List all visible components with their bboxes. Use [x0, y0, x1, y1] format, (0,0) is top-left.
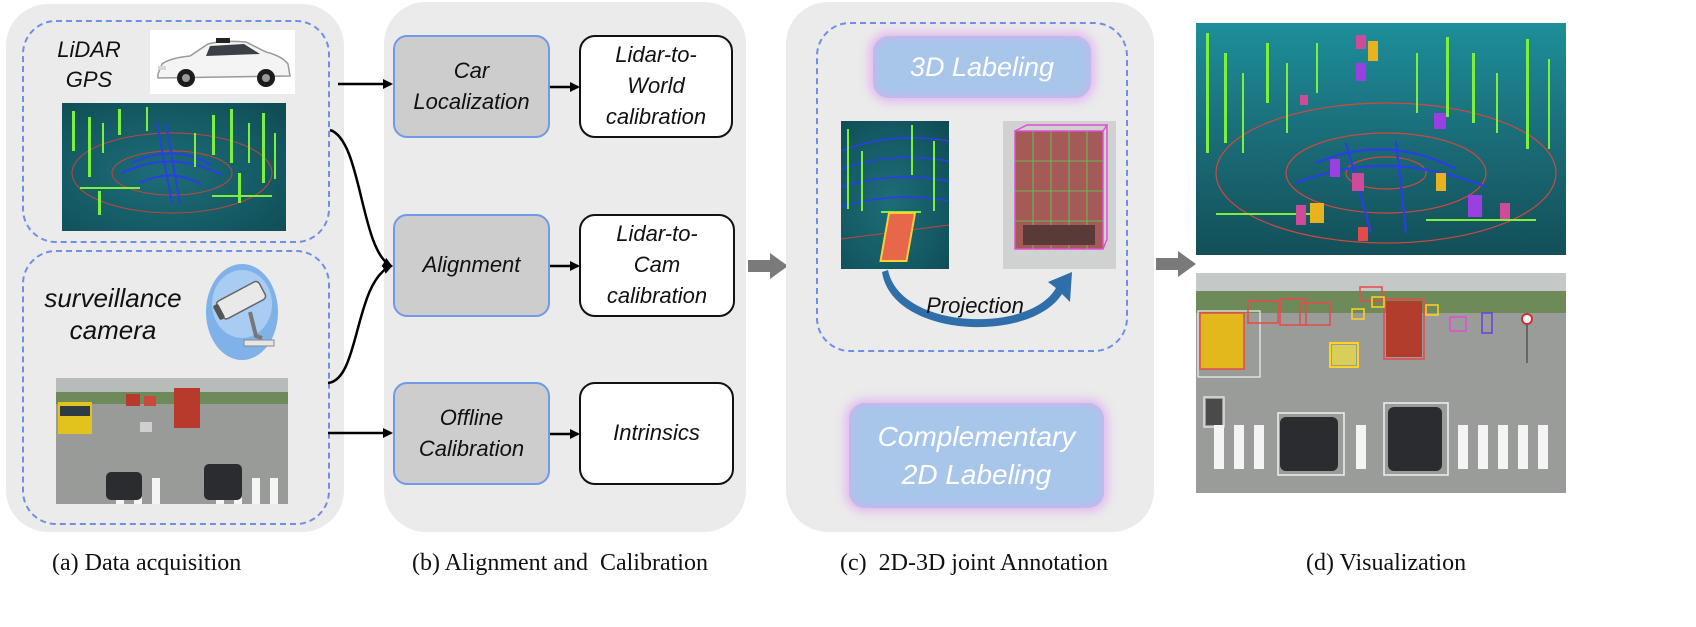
caption-b: (b) Alignment and Calibration	[412, 550, 708, 576]
process-alignment-label: Alignment	[422, 252, 521, 278]
process-car-localization-line2: Localization	[413, 88, 530, 114]
sensor-label-lidar: LiDAR	[57, 37, 121, 62]
label-3d-box: 3D Labeling	[873, 36, 1091, 98]
output-intrinsics-label: Intrinsics	[613, 420, 700, 446]
camera-label-line1: surveillance	[44, 283, 182, 313]
caption-a: (a) Data acquisition	[52, 550, 242, 576]
label-2d-line2: 2D Labeling	[901, 458, 1052, 490]
output-lidar-to-world-line1: Lidar-to-	[615, 42, 697, 68]
arrow-pointcloud-to-alignment	[329, 128, 393, 268]
output-lidar-to-cam-line1: Lidar-to-	[616, 221, 698, 247]
output-lidar-to-world-line3: calibration	[605, 103, 707, 129]
arrow-b-to-c	[748, 253, 788, 279]
label-2d-line1: Complementary	[877, 420, 1076, 452]
label-3d-text: 3D Labeling	[909, 51, 1055, 82]
caption-d: (d) Visualization	[1306, 550, 1467, 576]
label-2d-box: Complementary 2D Labeling	[849, 403, 1104, 508]
projection-truck-image	[1003, 121, 1116, 269]
lidar-gps-group	[22, 20, 330, 243]
process-alignment: Alignment	[393, 214, 550, 317]
caption-c: (c) 2D-3D joint Annotation	[840, 550, 1108, 576]
process-offline-calibration-line1: Offline	[439, 404, 504, 430]
surveillance-camera-icon	[206, 264, 278, 360]
visualization-3d-image	[1196, 23, 1566, 255]
camera-label-line2: camera	[69, 315, 157, 345]
projection-label: Projection	[926, 293, 1024, 318]
arrow-c-to-d	[1156, 251, 1196, 277]
output-lidar-to-world: Lidar-to- World calibration	[579, 35, 733, 138]
projection-arrow	[882, 270, 1072, 328]
output-intrinsics: Intrinsics	[579, 382, 734, 485]
sensor-label-gps: GPS	[65, 67, 113, 92]
camera-group	[22, 250, 330, 525]
lidar-pointcloud-image	[62, 103, 286, 231]
arrow-camera-to-alignment	[327, 264, 393, 385]
output-lidar-to-cam-line2: Cam	[633, 252, 681, 278]
process-car-localization-line1: Car	[453, 57, 490, 83]
traffic-scene-image	[56, 378, 288, 504]
visualization-2d-image	[1196, 273, 1566, 493]
car-icon	[150, 30, 295, 94]
output-lidar-to-cam: Lidar-to- Cam calibration	[579, 214, 735, 317]
output-lidar-to-cam-line3: calibration	[606, 282, 708, 308]
process-offline-calibration-line2: Calibration	[418, 435, 525, 461]
projection-pointcloud-image	[841, 121, 949, 269]
projection-group	[816, 22, 1128, 352]
output-lidar-to-world-line2: World	[627, 73, 685, 99]
